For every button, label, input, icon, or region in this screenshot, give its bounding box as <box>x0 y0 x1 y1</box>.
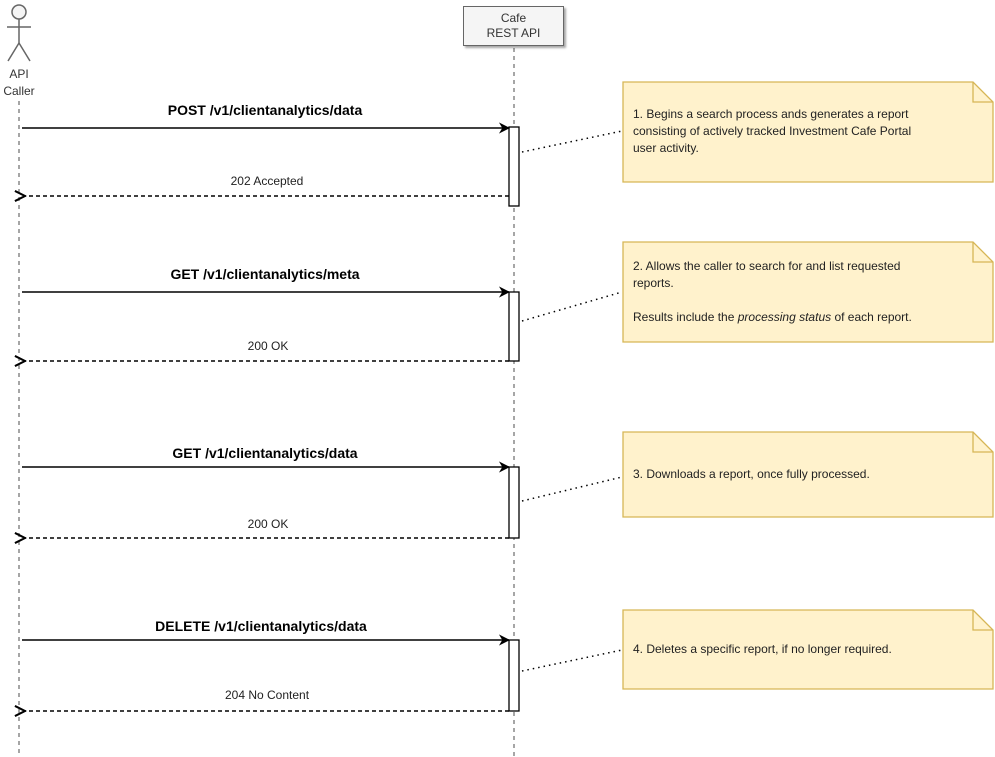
participant-label-line2: REST API <box>486 26 541 40</box>
activation-bar <box>508 466 520 539</box>
note-text-emphasis: processing status <box>737 310 832 324</box>
response-label: 200 OK <box>247 339 289 353</box>
request-label: POST /v1/clientanalytics/data <box>167 102 363 118</box>
activation-bar <box>508 126 520 207</box>
actor-label-line1: API <box>9 67 29 81</box>
note-line: 3. Downloads a report, once fully proces… <box>633 467 870 481</box>
response-label: 200 OK <box>247 517 289 531</box>
note-line: consisting of actively tracked Investmen… <box>633 124 912 138</box>
note-line: user activity. <box>633 141 699 155</box>
note-text: 4. Deletes a specific report, if no long… <box>633 641 983 658</box>
request-label: DELETE /v1/clientanalytics/data <box>155 618 367 634</box>
participant-box: Cafe REST API <box>463 6 564 46</box>
note-line: reports. <box>633 276 674 290</box>
activation-bar <box>508 291 520 362</box>
note-connector <box>521 649 623 672</box>
response-label: 202 Accepted <box>230 174 304 188</box>
note-shape <box>622 431 994 518</box>
note-connector <box>521 130 623 153</box>
note-text-segment: Results include the <box>633 310 738 324</box>
note-line: 2. Allows the caller to search for and l… <box>633 259 901 273</box>
note-shape <box>622 609 994 690</box>
actor-icon <box>7 4 31 62</box>
note-shape <box>622 241 994 343</box>
request-label: GET /v1/clientanalytics/meta <box>170 266 360 282</box>
response-label: 204 No Content <box>224 688 310 702</box>
note-text: 2. Allows the caller to search for and l… <box>633 258 983 326</box>
actor-label: API Caller <box>0 66 38 100</box>
note-connector <box>521 291 623 322</box>
note-shape <box>622 81 994 183</box>
note-line: Results include the processing status of… <box>633 309 983 326</box>
note-text: 3. Downloads a report, once fully proces… <box>633 466 983 483</box>
activation-bar <box>508 639 520 712</box>
participant-label-line1: Cafe <box>500 11 527 25</box>
note-line: 4. Deletes a specific report, if no long… <box>633 642 892 656</box>
note-text: 1. Begins a search process ands generate… <box>633 106 983 157</box>
note-text-segment: of each report. <box>831 310 912 324</box>
request-label: GET /v1/clientanalytics/data <box>172 445 358 461</box>
actor-label-line2: Caller <box>3 84 35 98</box>
note-line: 1. Begins a search process ands generate… <box>633 107 909 121</box>
note-connector <box>521 476 623 502</box>
